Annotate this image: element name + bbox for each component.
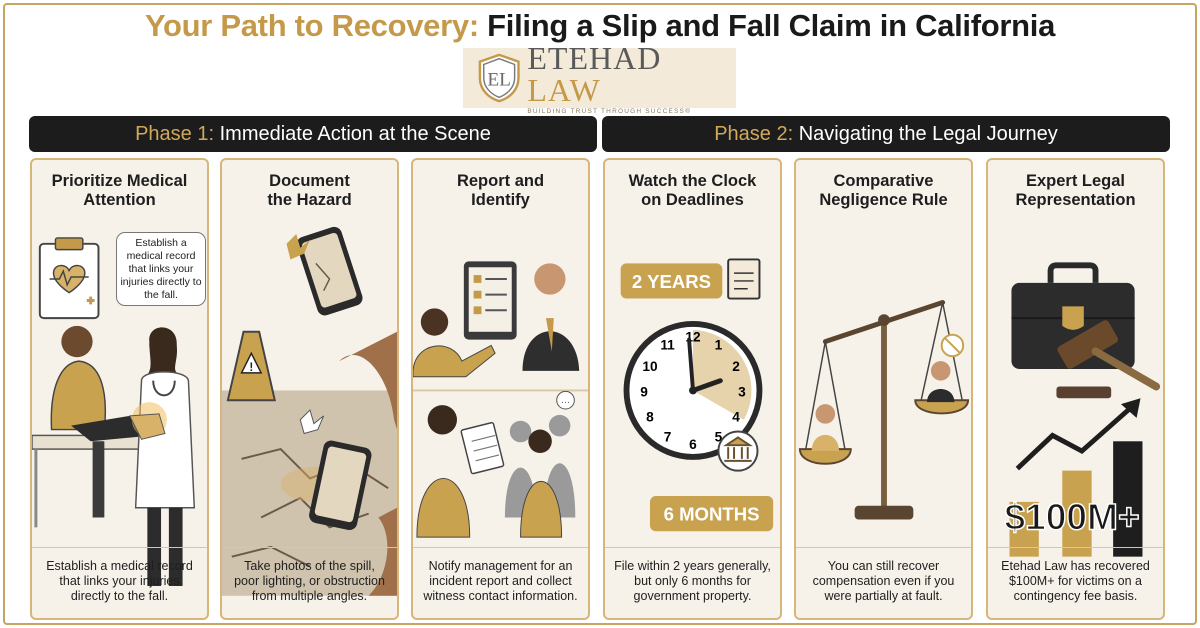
svg-text:9: 9 bbox=[640, 384, 648, 399]
wet-floor-sign-icon: ! bbox=[226, 330, 277, 402]
svg-text:11: 11 bbox=[660, 337, 675, 352]
label-2-years: 2 YEARS bbox=[620, 263, 723, 299]
logo: EL ETEHAD LAW BUILDING TRUST THROUGH SUC… bbox=[463, 42, 736, 115]
label-6-months: 6 MONTHS bbox=[649, 496, 774, 532]
growth-bars bbox=[1009, 441, 1143, 557]
svg-text:6 MONTHS: 6 MONTHS bbox=[664, 503, 760, 524]
courthouse-icon bbox=[717, 430, 759, 472]
svg-text:6: 6 bbox=[689, 437, 697, 452]
report-illustration: … bbox=[413, 261, 588, 538]
card-description: Etehad Law has recovered $100M+ for vict… bbox=[1001, 559, 1150, 603]
logo-tagline: BUILDING TRUST THROUGH SUCCESS® bbox=[527, 107, 692, 115]
amount-label: $100M+ bbox=[1004, 495, 1139, 537]
tablet-icon bbox=[463, 261, 517, 340]
shield-logo-icon: EL bbox=[478, 53, 520, 103]
phase-1-header: Phase 1: Immediate Action at the Scene bbox=[29, 116, 597, 152]
gavel-icon bbox=[1056, 320, 1161, 399]
card-description: Take photos of the spill, poor lighting,… bbox=[234, 559, 385, 603]
phase-2-header: Phase 2: Navigating the Legal Journey bbox=[602, 116, 1170, 152]
legal-illustration: $100M+ bbox=[1004, 262, 1161, 557]
speech-bubble: Establish a medical record that links yo… bbox=[116, 232, 206, 306]
manager-icon bbox=[522, 263, 580, 371]
medical-illustration bbox=[32, 237, 196, 586]
clipboard-icon bbox=[38, 237, 100, 320]
phone-camera-icon bbox=[286, 226, 397, 430]
growth-arrow-icon bbox=[1015, 398, 1141, 471]
svg-text:1: 1 bbox=[715, 337, 723, 352]
witness-crowd: … bbox=[504, 390, 576, 538]
svg-text:2 YEARS: 2 YEARS bbox=[632, 271, 711, 292]
svg-text:10: 10 bbox=[642, 359, 658, 374]
title-main: Filing a Slip and Fall Claim in Californ… bbox=[487, 8, 1056, 43]
card-description: Notify management for an incident report… bbox=[423, 559, 578, 603]
person-pointing bbox=[413, 308, 496, 378]
page-frame bbox=[3, 3, 1197, 625]
logo-name: ETEHAD LAW bbox=[527, 39, 662, 108]
deadline-illustration: 2 YEARS 12 1 2 3 4 5 6 7 8 9 10 11 bbox=[620, 258, 774, 532]
notepad-icon bbox=[416, 405, 505, 538]
hazard-illustration: ! bbox=[222, 226, 397, 596]
scale-illustration bbox=[798, 300, 970, 520]
svg-text:8: 8 bbox=[646, 410, 654, 425]
svg-text:5: 5 bbox=[715, 429, 723, 444]
page-title: Your Path to Recovery: Filing a Slip and… bbox=[0, 8, 1200, 44]
svg-text:!: ! bbox=[249, 361, 253, 374]
svg-text:…: … bbox=[561, 395, 571, 406]
svg-text:7: 7 bbox=[664, 429, 672, 444]
title-accent: Your Path to Recovery: bbox=[144, 8, 479, 43]
phone-camera-icon bbox=[299, 409, 397, 596]
svg-text:4: 4 bbox=[732, 410, 740, 425]
person-left-pan bbox=[811, 404, 840, 452]
svg-text:3: 3 bbox=[738, 384, 746, 399]
svg-text:2: 2 bbox=[732, 359, 740, 374]
document-icon bbox=[727, 258, 761, 300]
card-description: You can still recover compensation even … bbox=[812, 559, 955, 603]
clock-icon: 12 1 2 3 4 5 6 7 8 9 10 11 bbox=[623, 321, 763, 460]
svg-text:EL: EL bbox=[487, 70, 511, 91]
card-description: Establish a medical record that links yo… bbox=[46, 559, 193, 603]
person-right-pan bbox=[927, 333, 965, 403]
card-description: File within 2 years generally, but only … bbox=[614, 559, 771, 603]
